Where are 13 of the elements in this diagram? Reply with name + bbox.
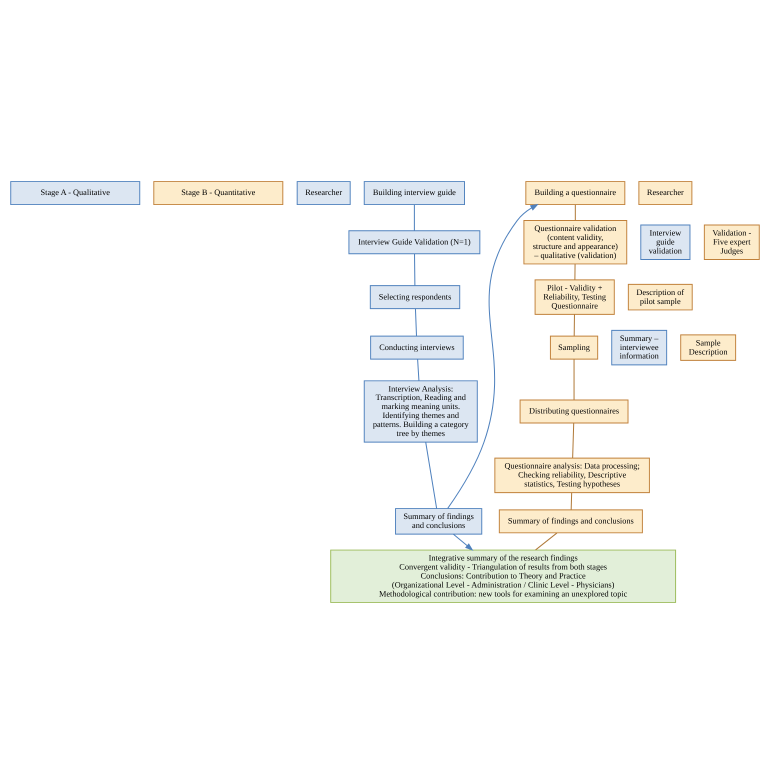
arrow: [452, 533, 474, 550]
connector: [417, 358, 420, 380]
connector: [574, 314, 575, 336]
connector: [572, 422, 574, 458]
connector: [414, 253, 416, 286]
arrow: [447, 203, 539, 508]
connector: [425, 442, 438, 508]
connector: [574, 204, 576, 220]
connector: [570, 492, 572, 510]
connector: [574, 264, 576, 280]
connector: [574, 358, 575, 400]
connector: [414, 308, 418, 336]
connector: [414, 204, 415, 230]
